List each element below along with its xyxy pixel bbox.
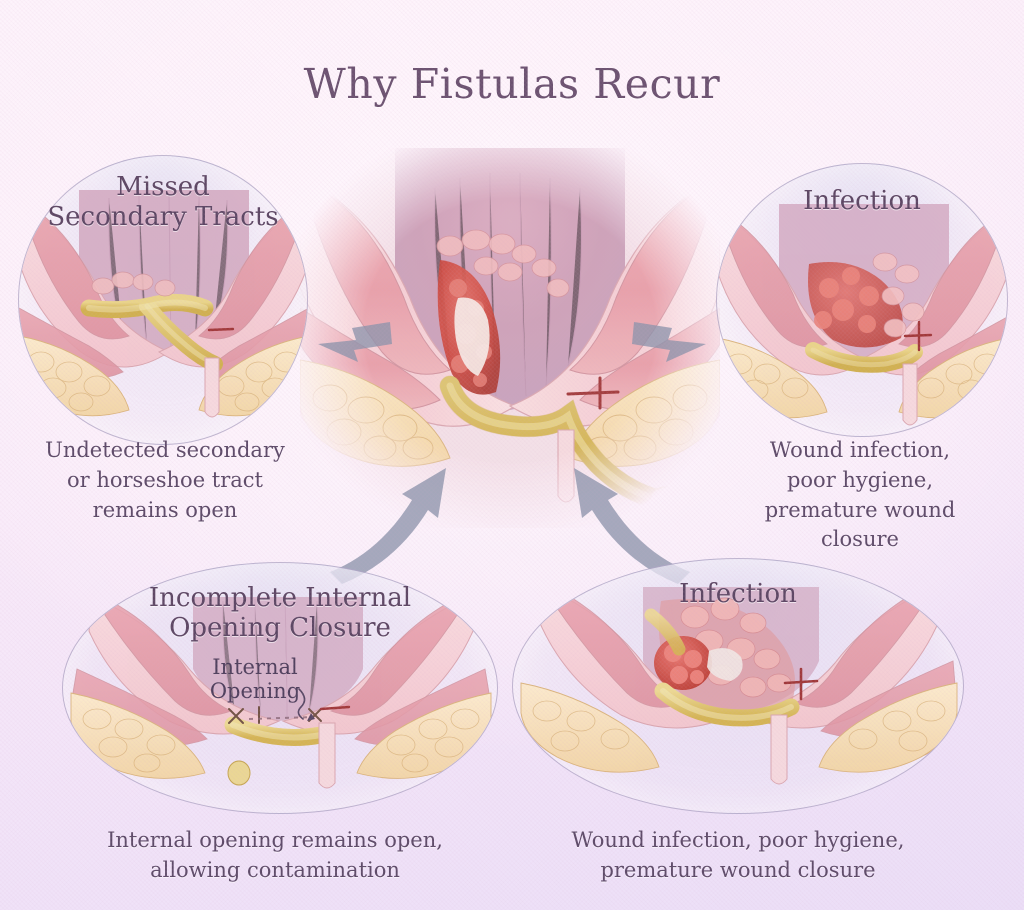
caption-line-2: allowing contamination [150,857,400,882]
central-anorectal-illustration [300,148,720,528]
panel-infection-top-right[interactable]: Infection [716,163,1008,437]
caption-line-2: poor hygiene, [786,467,934,492]
caption-line-1: Wound infection, [769,438,951,462]
caption-line-1: Wound infection, poor hygiene, [571,828,905,852]
panel-shape-ellipse [512,558,964,814]
page-title: Why Fistulas Recur [303,60,721,108]
caption-missed-secondary-tracts: Undetected secondary or horseshoe tract … [10,436,320,525]
panel-shape-ellipse [62,562,498,814]
caption-infection-top-right: Wound infection, poor hygiene, premature… [700,436,1020,555]
caption-line-1: Internal opening remains open, [107,828,443,852]
panel-missed-secondary-tracts[interactable]: Missed Secondary Tracts [18,155,308,445]
caption-line-3: premature wound [764,497,956,522]
caption-incomplete-closure: Internal opening remains open, allowing … [50,826,500,886]
caption-line-1: Undetected secondary [45,438,285,462]
caption-infection-bottom-right: Wound infection, poor hygiene, premature… [512,826,964,886]
caption-line-2: or horseshoe tract [66,467,263,492]
caption-line-4: closure [821,527,899,552]
caption-line-2: premature wound closure [600,857,876,882]
panel-incomplete-internal-opening-closure[interactable]: Incomplete Internal Opening Closure Inte… [62,562,498,814]
panel-shape-circle [716,163,1008,437]
panel-shape-circle [18,155,308,445]
panel-infection-bottom-right[interactable]: Infection [512,558,964,814]
caption-line-3: remains open [92,497,238,522]
